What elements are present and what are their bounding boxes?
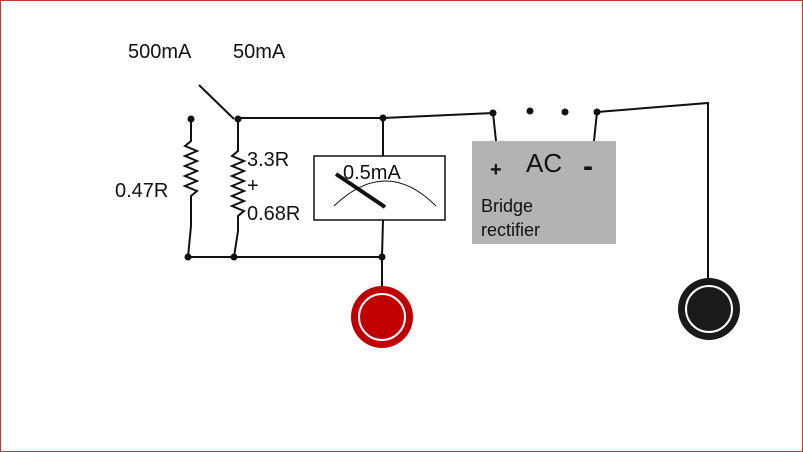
red-terminal[interactable] bbox=[351, 286, 413, 348]
label-rectifier-name-1: Bridge bbox=[481, 196, 533, 216]
bridge-rectifier bbox=[472, 141, 616, 244]
top-rail-right bbox=[382, 112, 494, 119]
label-shunt-068r: 0.68R bbox=[247, 203, 300, 225]
ac-dot-2 bbox=[561, 108, 569, 116]
ac-dot-1 bbox=[526, 107, 534, 115]
junction-bottom-mid bbox=[230, 253, 238, 261]
black-terminal-ring bbox=[685, 285, 733, 333]
label-rectifier-ac: AC bbox=[526, 148, 562, 178]
meter-body bbox=[313, 155, 446, 221]
black-terminal[interactable] bbox=[678, 278, 740, 340]
label-meter-rating: 0.5mA bbox=[343, 162, 401, 184]
label-50ma: 50mA bbox=[233, 41, 286, 63]
ammeter bbox=[313, 155, 446, 221]
meter-needle bbox=[334, 172, 387, 209]
rectifier-body bbox=[472, 141, 616, 244]
label-shunt-plus: + bbox=[247, 175, 259, 197]
rectifier-plus-lead bbox=[492, 112, 497, 142]
black-terminal-outer[interactable] bbox=[678, 278, 740, 340]
meter-scale-arc bbox=[333, 180, 437, 207]
meter-wire-bottom bbox=[381, 219, 384, 258]
rectifier-minus-lead bbox=[593, 111, 598, 142]
label-shunt-047: 0.47R bbox=[115, 180, 168, 202]
range-switch[interactable] bbox=[187, 84, 242, 123]
label-rectifier-minus: - bbox=[583, 150, 593, 183]
label-rectifier-plus: + bbox=[490, 159, 502, 181]
shunt-resistor-047 bbox=[182, 119, 200, 258]
shunt-resistor-33-068 bbox=[229, 119, 247, 258]
label-shunt-33r: 3.3R bbox=[247, 149, 289, 171]
label-500ma: 500mA bbox=[128, 41, 192, 63]
junction-bottom-left bbox=[184, 253, 192, 261]
switch-lever[interactable] bbox=[198, 84, 235, 120]
red-terminal-ring bbox=[358, 293, 406, 341]
label-rectifier-name-2: rectifier bbox=[481, 220, 540, 240]
black-terminal-wire bbox=[596, 101, 709, 281]
red-terminal-outer[interactable] bbox=[351, 286, 413, 348]
